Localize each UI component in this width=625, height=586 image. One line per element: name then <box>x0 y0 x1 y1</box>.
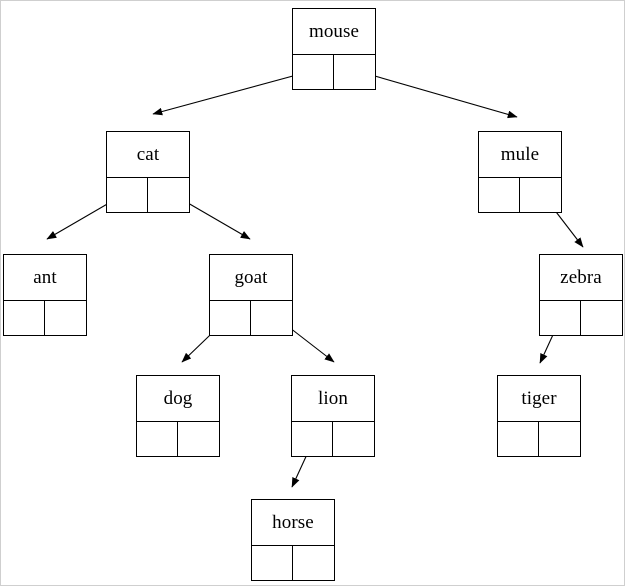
tree-node-ant[interactable]: ant <box>3 254 87 336</box>
tree-node-dog[interactable]: dog <box>136 375 220 457</box>
tree-node-horse[interactable]: horse <box>251 499 335 581</box>
node-label-goat: goat <box>210 255 292 301</box>
left-pointer-cell-zebra[interactable] <box>540 301 581 335</box>
right-pointer-cell-zebra[interactable] <box>581 301 622 335</box>
node-label-mule: mule <box>479 132 561 178</box>
tree-node-zebra[interactable]: zebra <box>539 254 623 336</box>
tree-node-mouse[interactable]: mouse <box>292 8 376 90</box>
node-pointers-mule <box>479 178 561 212</box>
right-pointer-cell-goat[interactable] <box>251 301 292 335</box>
left-pointer-cell-tiger[interactable] <box>498 422 539 456</box>
node-label-horse: horse <box>252 500 334 546</box>
left-pointer-cell-cat[interactable] <box>107 178 148 212</box>
node-pointers-cat <box>107 178 189 212</box>
left-pointer-cell-mule[interactable] <box>479 178 520 212</box>
tree-node-mule[interactable]: mule <box>478 131 562 213</box>
right-pointer-cell-cat[interactable] <box>148 178 189 212</box>
left-pointer-cell-mouse[interactable] <box>293 55 334 89</box>
edge-mouse-left-to-cat <box>152 69 316 116</box>
right-pointer-cell-dog[interactable] <box>178 422 219 456</box>
left-pointer-cell-lion[interactable] <box>292 422 333 456</box>
node-label-lion: lion <box>292 376 374 422</box>
left-pointer-cell-dog[interactable] <box>137 422 178 456</box>
node-label-zebra: zebra <box>540 255 622 301</box>
tree-node-tiger[interactable]: tiger <box>497 375 581 457</box>
right-pointer-cell-tiger[interactable] <box>539 422 580 456</box>
tree-node-goat[interactable]: goat <box>209 254 293 336</box>
node-pointers-ant <box>4 301 86 335</box>
node-label-cat: cat <box>107 132 189 178</box>
right-pointer-cell-ant[interactable] <box>45 301 86 335</box>
right-pointer-cell-horse[interactable] <box>293 546 334 580</box>
node-pointers-zebra <box>540 301 622 335</box>
tree-node-lion[interactable]: lion <box>291 375 375 457</box>
tree-node-cat[interactable]: cat <box>106 131 190 213</box>
node-label-dog: dog <box>137 376 219 422</box>
left-pointer-cell-goat[interactable] <box>210 301 251 335</box>
right-pointer-cell-mule[interactable] <box>520 178 561 212</box>
node-pointers-dog <box>137 422 219 456</box>
right-pointer-cell-mouse[interactable] <box>334 55 375 89</box>
right-pointer-cell-lion[interactable] <box>333 422 374 456</box>
edge-mouse-right-to-mule <box>353 69 518 119</box>
left-pointer-cell-horse[interactable] <box>252 546 293 580</box>
node-label-ant: ant <box>4 255 86 301</box>
node-pointers-horse <box>252 546 334 580</box>
node-pointers-goat <box>210 301 292 335</box>
node-pointers-mouse <box>293 55 375 89</box>
node-pointers-lion <box>292 422 374 456</box>
node-label-tiger: tiger <box>498 376 580 422</box>
node-pointers-tiger <box>498 422 580 456</box>
node-label-mouse: mouse <box>293 9 375 55</box>
left-pointer-cell-ant[interactable] <box>4 301 45 335</box>
